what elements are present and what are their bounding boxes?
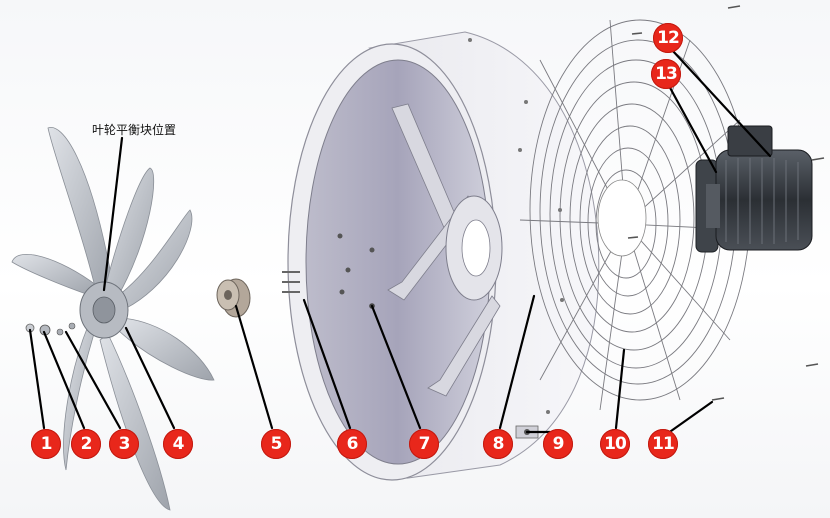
callout-6: 6 xyxy=(337,429,367,459)
support-strut xyxy=(427,295,501,397)
motor xyxy=(695,125,813,253)
callout-9: 9 xyxy=(543,429,573,459)
impeller-hub-inner xyxy=(92,296,116,324)
callout-12: 12 xyxy=(653,23,683,53)
callout-1: 1 xyxy=(31,429,61,459)
callout-13: 13 xyxy=(651,59,681,89)
impeller-blade xyxy=(47,127,113,301)
impeller-blade xyxy=(117,317,215,381)
terminal-box xyxy=(727,125,773,157)
bushing xyxy=(216,278,251,318)
leader-3 xyxy=(64,330,122,430)
callout-8: 8 xyxy=(483,429,513,459)
bolt-head xyxy=(56,328,64,336)
callout-11: 11 xyxy=(648,429,678,459)
callout-4: 4 xyxy=(163,429,193,459)
motor-shaft-collar xyxy=(706,184,720,228)
callout-2: 2 xyxy=(71,429,101,459)
grille-center-opening xyxy=(597,179,647,257)
callout-5: 5 xyxy=(261,429,291,459)
leader-4 xyxy=(124,326,176,430)
leader-10 xyxy=(614,348,626,430)
leader-annotation xyxy=(102,136,124,292)
impeller-blade xyxy=(111,209,193,313)
leader-6 xyxy=(302,298,352,430)
callout-10: 10 xyxy=(600,429,630,459)
leader-5 xyxy=(234,304,274,430)
callout-7: 7 xyxy=(409,429,439,459)
leader-lines xyxy=(28,48,772,438)
bolt-head xyxy=(68,322,76,330)
impeller xyxy=(11,127,215,511)
inner-bolt xyxy=(369,247,375,253)
leader-13 xyxy=(666,82,718,174)
leader-12 xyxy=(670,48,772,158)
impeller-blade xyxy=(11,254,97,297)
callout-3: 3 xyxy=(109,429,139,459)
leader-11 xyxy=(662,400,714,438)
inner-bolt xyxy=(339,289,345,295)
motor-mount-hole xyxy=(461,219,491,277)
impeller-blade xyxy=(99,333,171,511)
leader-1 xyxy=(28,328,46,430)
leader-7 xyxy=(370,304,422,430)
leader-2 xyxy=(42,330,86,430)
fan-housing xyxy=(282,31,600,481)
screw xyxy=(627,5,825,401)
impeller-blade xyxy=(103,167,155,297)
inner-bolt xyxy=(337,233,343,239)
impeller-balance-annotation: 叶轮平衡块位置 xyxy=(92,123,177,137)
inner-bolt xyxy=(345,267,351,273)
leader-8 xyxy=(498,294,536,430)
